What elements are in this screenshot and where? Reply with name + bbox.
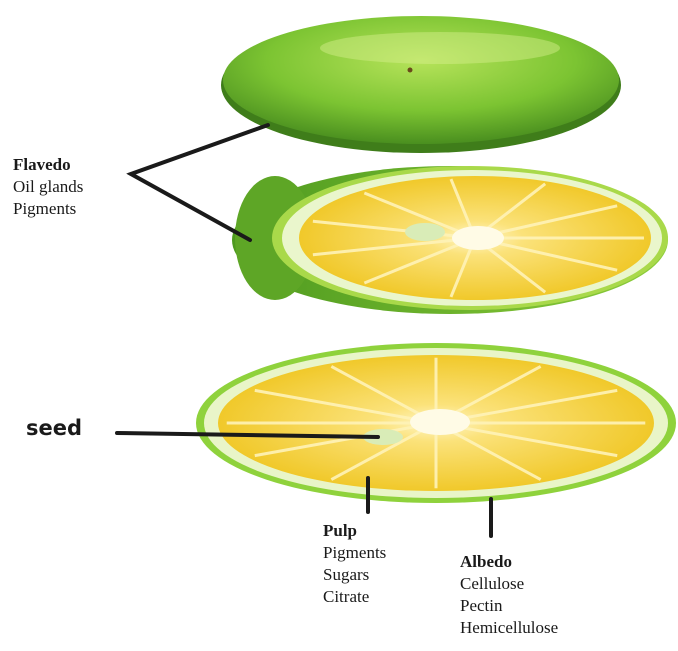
middle-slice <box>232 166 668 314</box>
flavedo-label-group: Flavedo Oil glands Pigments <box>13 154 83 220</box>
pulp-item-citrate: Citrate <box>323 586 386 608</box>
pulp-heading: Pulp <box>323 520 386 542</box>
albedo-item-pectin: Pectin <box>460 595 558 617</box>
flavedo-heading: Flavedo <box>13 154 83 176</box>
pulp-label-group: Pulp Pigments Sugars Citrate <box>323 520 386 608</box>
flavedo-item-pigments: Pigments <box>13 198 83 220</box>
top-peel-slice <box>221 16 621 153</box>
albedo-item-cellulose: Cellulose <box>460 573 558 595</box>
stem-dot <box>408 68 413 73</box>
pulp-item-pigments: Pigments <box>323 542 386 564</box>
middle-seed <box>405 223 445 241</box>
pulp-item-sugars: Sugars <box>323 564 386 586</box>
bottom-slice <box>196 343 676 503</box>
albedo-item-hemicellulose: Hemicellulose <box>460 617 558 639</box>
seed-label: seed <box>26 416 82 440</box>
flavedo-item-oil-glands: Oil glands <box>13 176 83 198</box>
albedo-heading: Albedo <box>460 551 558 573</box>
albedo-label-group: Albedo Cellulose Pectin Hemicellulose <box>460 551 558 639</box>
